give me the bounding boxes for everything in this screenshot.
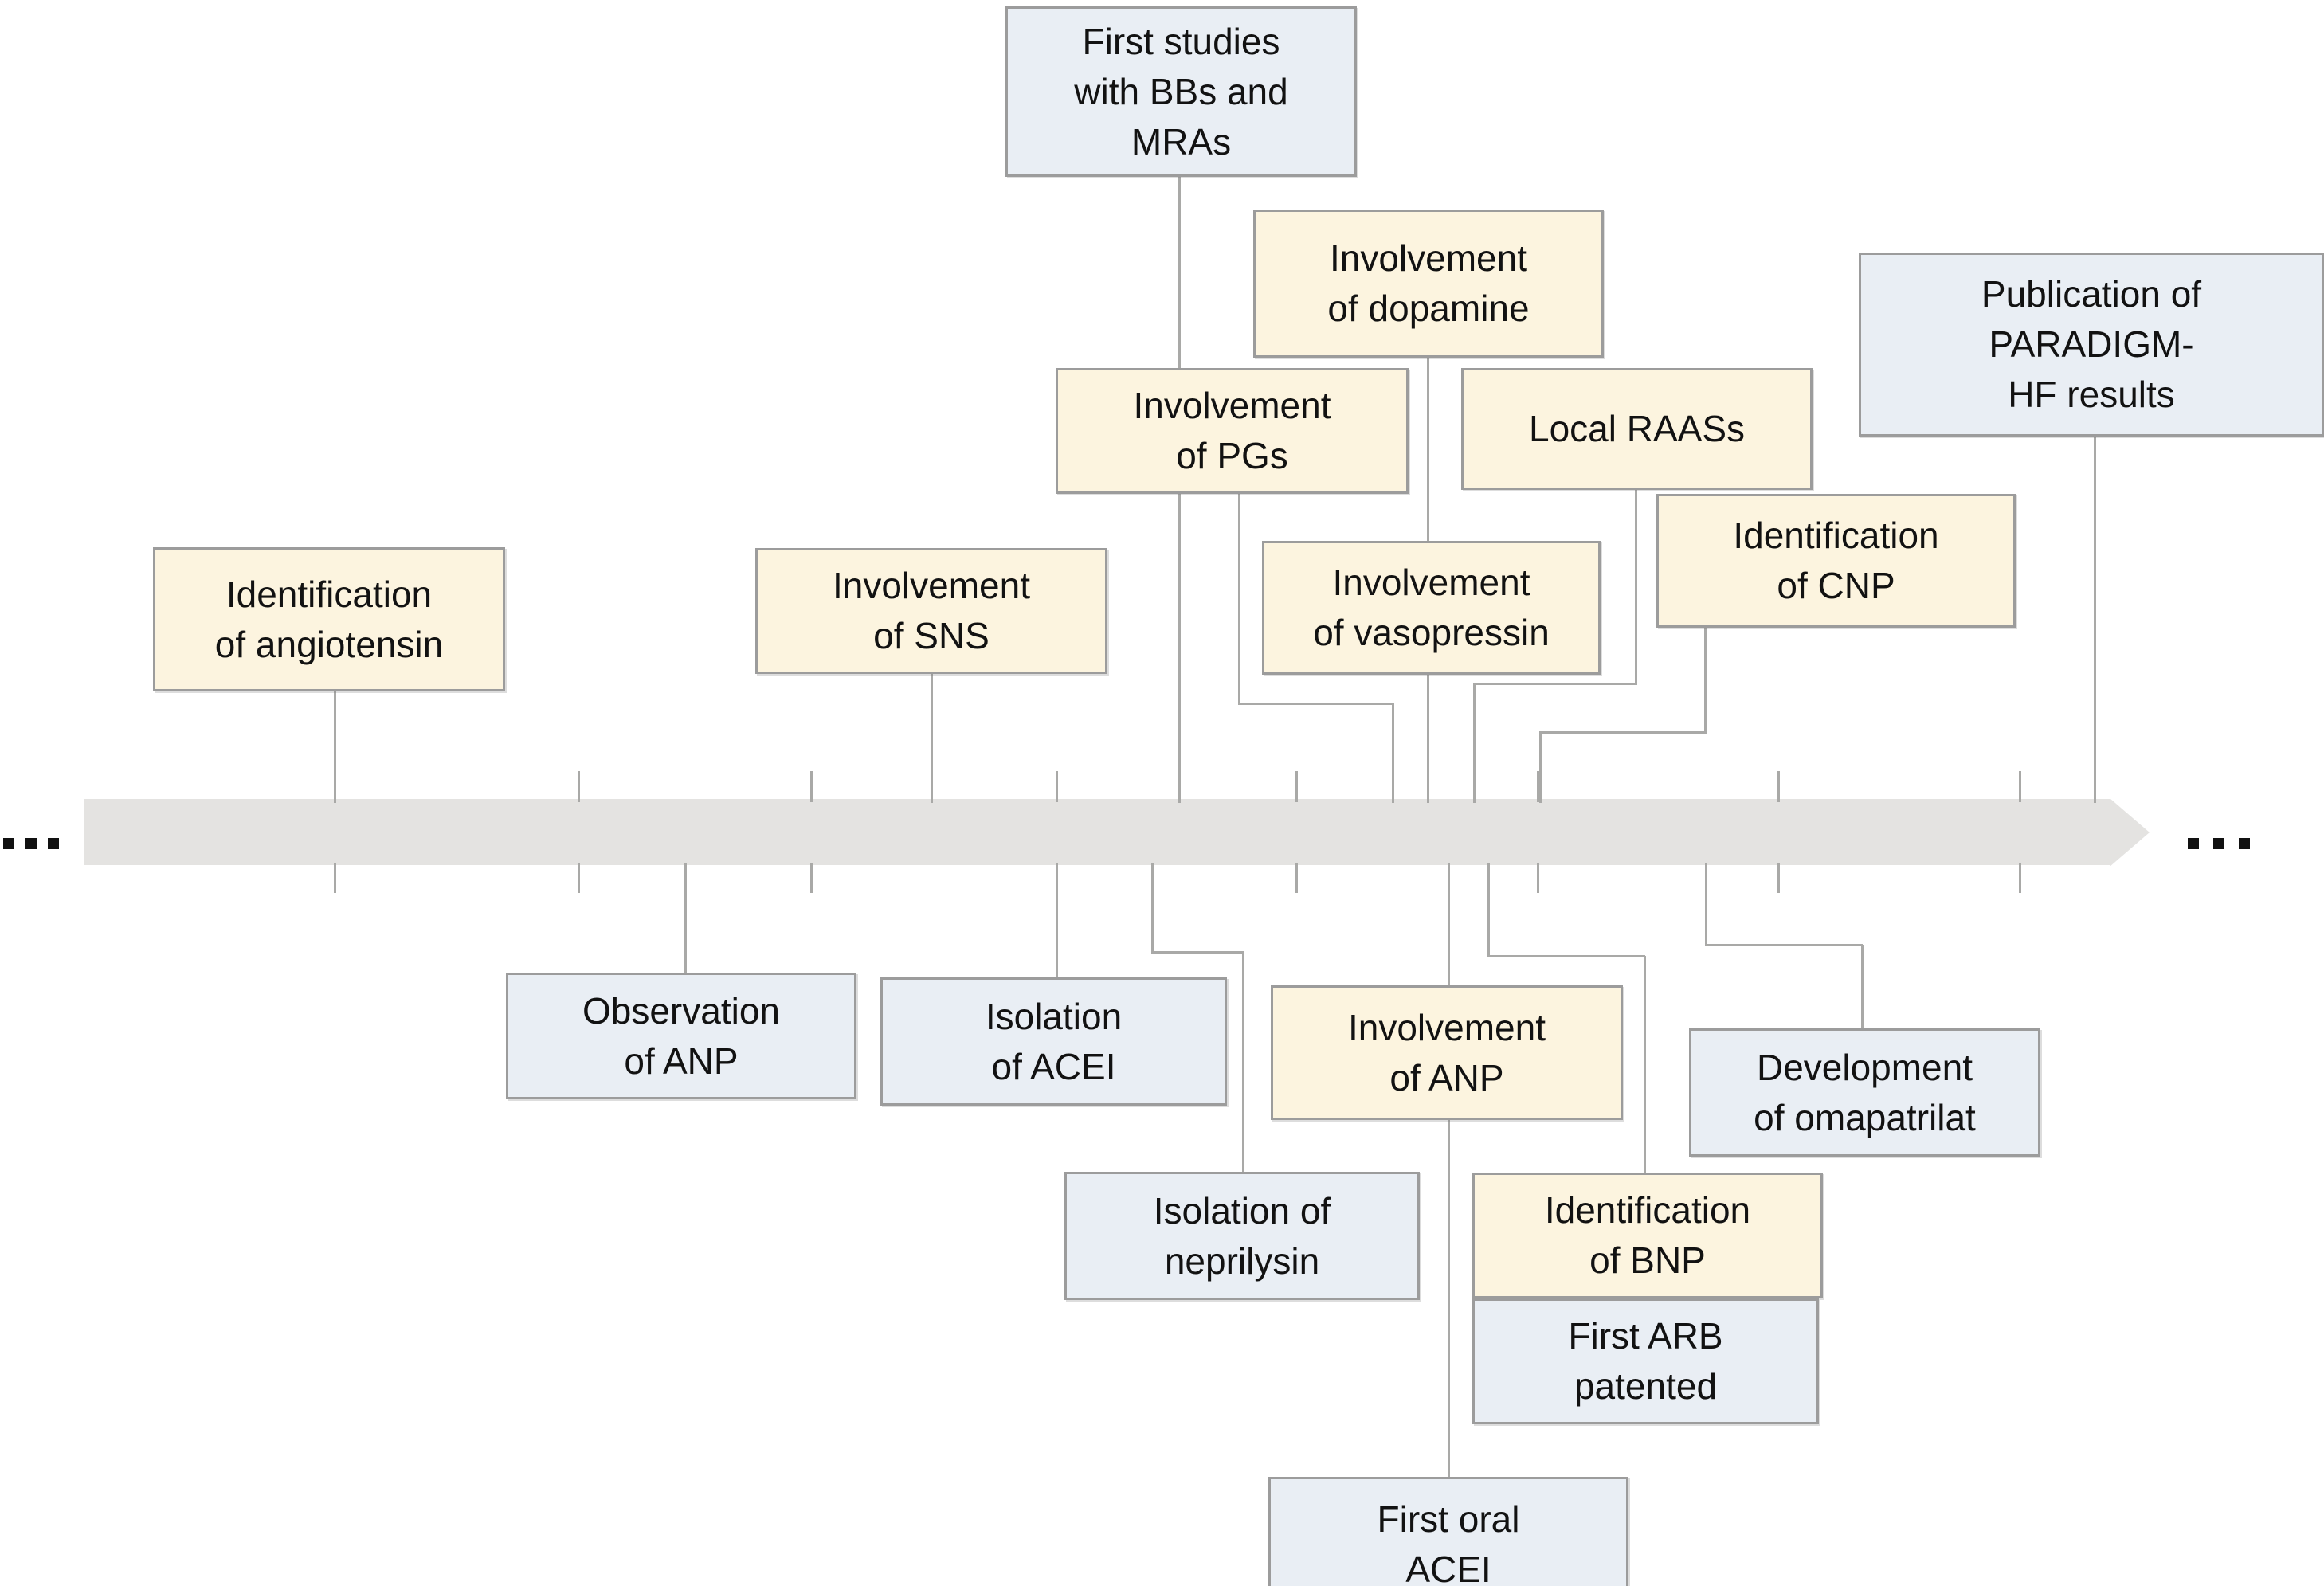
timeline-tick	[578, 771, 580, 802]
event-box-label-line: of CNP	[1777, 565, 1895, 606]
event-box-label-line: Involvement	[1329, 237, 1527, 279]
event-box-label-line: of ANP	[1389, 1056, 1504, 1098]
event-box-label-line: of BNP	[1589, 1239, 1706, 1281]
local-raass-connector	[1473, 683, 1636, 685]
event-box-first-arb-patented: First ARB patented	[1472, 1298, 1819, 1424]
timeline-tick	[810, 863, 813, 893]
event-box-label-line: of dopamine	[1327, 288, 1530, 329]
timeline-band	[84, 799, 2110, 865]
event-box-label-line: of ANP	[624, 1040, 739, 1082]
identification-of-cnp-connector	[1704, 626, 1707, 734]
event-box-involvement-of-anp: Involvement of ANP	[1271, 985, 1623, 1120]
ellipsis-right-icon	[2213, 838, 2224, 849]
ellipsis-right-icon	[2239, 838, 2250, 849]
event-box-label-line: PARADIGM-	[1989, 323, 2194, 365]
event-box-label-line: Observation	[582, 989, 780, 1032]
timeline-band-arrow-tip	[2110, 798, 2150, 867]
involvement-of-pgs-connector	[1238, 703, 1393, 705]
timeline-tick	[1537, 771, 1539, 802]
development-of-omapatrilat-connector	[1861, 945, 1864, 1032]
event-box-involvement-of-dopamine: Involvement of dopamine	[1253, 210, 1604, 358]
isolation-of-neprilysin-connector	[1151, 951, 1244, 954]
event-box-label-line: First ARB	[1568, 1315, 1723, 1357]
ellipsis-left-icon	[25, 838, 37, 849]
timeline-tick	[1777, 863, 1780, 893]
involvement-of-pgs-connector	[1238, 492, 1240, 705]
event-box-label-line: Isolation	[985, 995, 1123, 1037]
isolation-of-acei-connector	[1056, 863, 1058, 981]
timeline-tick	[334, 863, 336, 893]
identification-of-bnp-connector	[1487, 863, 1490, 957]
event-box-isolation-of-neprilysin: Isolation of neprilysin	[1064, 1172, 1420, 1300]
event-box-identification-of-angiotensin: Identification of angiotensin	[153, 547, 505, 691]
event-box-label-line: with BBs and	[1074, 70, 1288, 112]
observation-of-anp-connector	[684, 863, 687, 976]
event-box-identification-of-bnp: Identification of BNP	[1472, 1173, 1823, 1298]
ellipsis-left-icon	[48, 838, 59, 849]
event-box-label-line: Identification	[225, 573, 433, 615]
isolation-of-neprilysin-connector	[1242, 952, 1244, 1175]
event-box-involvement-of-vasopressin: Involvement of vasopressin	[1262, 541, 1601, 675]
event-box-label-line: Identification	[1544, 1189, 1751, 1231]
event-box-involvement-of-sns: Involvement of SNS	[755, 548, 1107, 674]
event-box-label-line: Involvement	[1347, 1006, 1546, 1048]
event-box-development-of-omapatrilat: Development of omapatrilat	[1689, 1028, 2040, 1157]
event-box-label-line: Identification	[1733, 515, 1939, 556]
development-of-omapatrilat-connector	[1705, 863, 1707, 946]
timeline-tick	[1056, 771, 1058, 802]
event-box-label-line: Involvement	[1133, 385, 1331, 426]
event-box-label-line: Involvement	[1332, 562, 1530, 603]
event-box-label-line: of ACEI	[991, 1045, 1116, 1087]
involvement-of-anp-first-oral-acei-connector	[1448, 863, 1450, 1480]
event-box-label-line: of PGs	[1176, 435, 1288, 476]
local-raass-connector	[1635, 488, 1637, 685]
event-box-label-line: Development	[1756, 1046, 1973, 1088]
development-of-omapatrilat-connector	[1705, 944, 1863, 946]
timeline-tick	[1295, 863, 1298, 893]
event-box-label-line: neprilysin	[1164, 1239, 1320, 1282]
event-box-publication-of-paradigm-hf-results: Publication of PARADIGM- HF results	[1859, 253, 2324, 437]
event-box-isolation-of-acei: Isolation of ACEI	[880, 977, 1227, 1106]
event-box-label-line: First oral	[1377, 1498, 1520, 1540]
identification-of-cnp-connector	[1539, 731, 1706, 734]
involvement-of-sns-connector	[931, 672, 933, 803]
event-box-label-line: MRAs	[1131, 120, 1232, 163]
event-box-local-raass: Local RAASs	[1461, 368, 1813, 490]
event-box-identification-of-cnp: Identification of CNP	[1656, 494, 2016, 628]
publication-of-paradigm-hf-results-connector	[2094, 435, 2096, 803]
local-raass-connector	[1473, 683, 1476, 803]
event-box-label-line: First studies	[1082, 20, 1280, 62]
timeline-tick	[1537, 863, 1539, 893]
event-box-label-line: ACEI	[1405, 1549, 1491, 1586]
timeline-tick	[810, 771, 813, 802]
event-box-label-line: of vasopressin	[1313, 612, 1550, 653]
event-box-label-line: Publication of	[1981, 273, 2202, 315]
event-box-involvement-of-pgs: Involvement of PGs	[1056, 368, 1409, 494]
timeline-tick	[1777, 771, 1780, 802]
timeline-tick	[2019, 863, 2021, 893]
timeline-tick	[2019, 771, 2021, 802]
event-box-label-line: of SNS	[873, 615, 990, 656]
timeline-tick	[1295, 771, 1298, 802]
isolation-of-neprilysin-connector	[1151, 863, 1154, 954]
ellipsis-left-icon	[3, 838, 14, 849]
identification-of-bnp-connector	[1644, 956, 1646, 1176]
event-box-observation-of-anp: Observation of ANP	[506, 973, 856, 1099]
identification-of-bnp-connector	[1487, 955, 1645, 957]
event-box-label-line: Local RAASs	[1528, 408, 1745, 449]
involvement-of-pgs-connector	[1392, 703, 1394, 803]
event-box-label-line: HF results	[2008, 374, 2175, 415]
ellipsis-right-icon	[2188, 838, 2199, 849]
identification-of-angiotensin-connector	[334, 690, 336, 803]
event-box-label-line: patented	[1574, 1365, 1718, 1407]
event-box-label-line: of angiotensin	[214, 623, 444, 665]
timeline-tick	[578, 863, 580, 893]
identification-of-cnp-connector	[1539, 732, 1542, 803]
event-box-label-line: of omapatrilat	[1754, 1096, 1976, 1138]
event-box-label-line: Involvement	[832, 565, 1030, 606]
event-box-label-line: Isolation of	[1153, 1189, 1331, 1232]
